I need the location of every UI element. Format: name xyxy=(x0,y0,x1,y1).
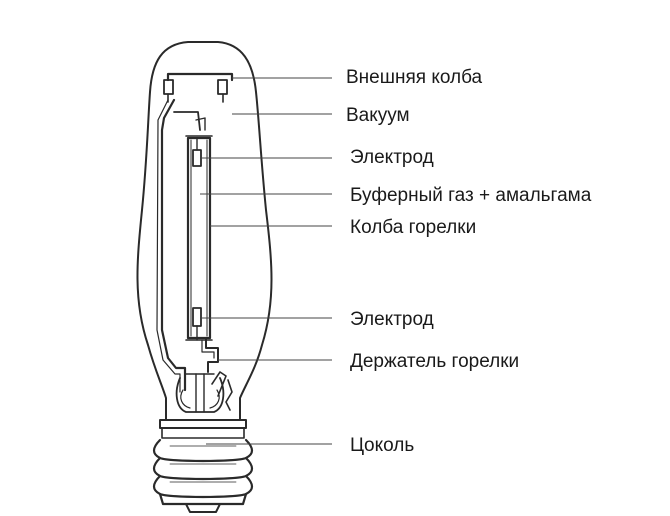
base-threads xyxy=(152,438,254,506)
label-base: Цоколь xyxy=(350,435,415,456)
stem xyxy=(175,377,225,413)
support-frame xyxy=(160,98,187,392)
top-clip-left xyxy=(163,79,174,95)
label-electrode-top: Электрод xyxy=(350,147,434,168)
label-burner-holder: Держатель горелки xyxy=(350,351,520,372)
label-outer-bulb: Внешняя колба xyxy=(346,67,483,88)
leader-lines xyxy=(200,77,332,445)
top-bracket xyxy=(166,72,234,82)
electrode-bottom-shape xyxy=(192,307,202,327)
burner-tube xyxy=(186,136,212,340)
base-contact xyxy=(185,503,221,513)
base-collar xyxy=(159,419,247,429)
burner-holder-shape xyxy=(205,337,219,373)
electrode-top-shape xyxy=(192,149,202,167)
top-clip-right xyxy=(217,79,228,95)
label-electrode-bottom: Электрод xyxy=(350,309,434,330)
label-vacuum: Вакуум xyxy=(346,105,410,126)
label-buffer-gas: Буферный газ + амальгама xyxy=(350,185,592,206)
label-burner-bulb: Колба горелки xyxy=(350,217,477,238)
